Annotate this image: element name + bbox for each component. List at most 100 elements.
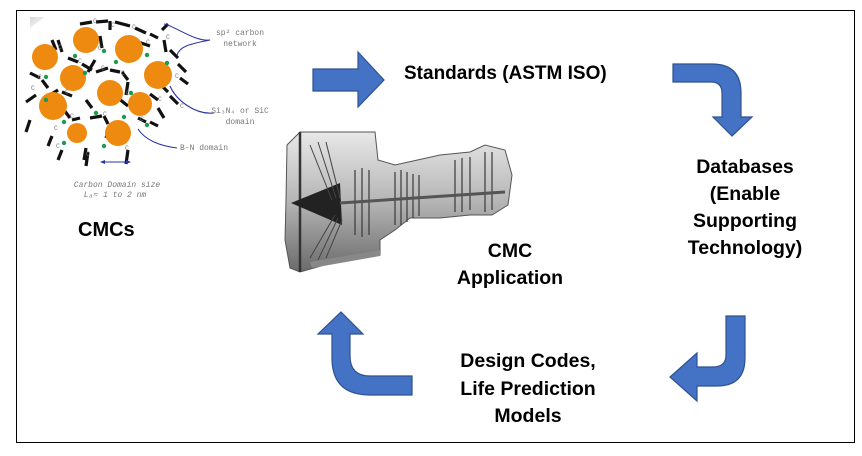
- bn-dot: [61, 140, 67, 146]
- carbon-bond: [95, 19, 109, 24]
- arrow-bend-up-to-application: [316, 311, 413, 396]
- carbon-atom-label: C: [70, 113, 74, 120]
- carbon-atom-label: C: [175, 73, 179, 80]
- ceramic-particle: [105, 120, 131, 146]
- carbon-atom-label: C: [180, 103, 184, 110]
- carbon-bond: [156, 107, 166, 119]
- carbon-bond: [40, 79, 50, 89]
- carbon-atom-label: C: [31, 85, 35, 92]
- ceramic-particle: [60, 65, 86, 91]
- ceramic-particle: [115, 35, 143, 63]
- carbon-bond: [149, 120, 159, 128]
- bn-dot: [93, 110, 99, 116]
- sp2-label-line1: sp² carbon: [216, 29, 264, 38]
- sp2-leader-1: [163, 23, 211, 41]
- ceramic-particle: [73, 27, 99, 53]
- ceramic-particles: [32, 27, 172, 146]
- bn-dot: [72, 53, 78, 59]
- carbon-bond: [84, 99, 94, 109]
- si3n4-leader: [169, 85, 215, 114]
- bn-dot: [144, 52, 150, 58]
- domain-size-label-line1: Carbon Domain size: [74, 181, 161, 190]
- carbon-bond: [168, 48, 180, 60]
- carbon-atom-label: C: [86, 151, 90, 158]
- application-line-1: CMC: [487, 240, 533, 262]
- carbon-atom-label: C: [103, 111, 107, 118]
- bn-dot: [144, 122, 150, 128]
- bn-dot: [61, 119, 67, 125]
- carbon-atom-label: C: [166, 34, 170, 41]
- carbon-atom-label: C: [38, 74, 42, 81]
- node-standards-label: Standards (ASTM ISO): [404, 63, 607, 84]
- carbon-bond: [82, 147, 88, 161]
- image-corner-shade: [30, 17, 45, 28]
- engine-shaft: [339, 190, 506, 205]
- carbon-bond: [162, 39, 168, 53]
- diagram-frame: [16, 10, 855, 443]
- bn-domain-dots: [43, 48, 170, 149]
- carbon-atom-label: C: [54, 125, 58, 132]
- ceramic-particle: [144, 61, 172, 89]
- carbon-atom-label: C: [121, 70, 125, 77]
- carbon-bond: [89, 114, 103, 120]
- carbon-bond: [56, 39, 64, 53]
- arrow-right-to-standards: [312, 50, 385, 109]
- ceramic-particle: [32, 44, 58, 70]
- databases-line-3: Supporting: [693, 210, 797, 232]
- si3n4-label-line1: Si₃N₄ or SiC: [211, 107, 269, 116]
- node-cmc-application-label: CMC Application: [440, 238, 580, 292]
- carbon-atom-label: C: [146, 39, 150, 46]
- bn-dot: [121, 114, 127, 120]
- carbon-atom-label: C: [101, 65, 105, 72]
- carbon-bond: [24, 119, 32, 133]
- carbon-bond: [95, 66, 109, 74]
- si3n4-label-line2: domain: [226, 118, 255, 127]
- databases-line-2: (Enable: [709, 183, 781, 205]
- carbon-bond: [149, 32, 159, 40]
- flow-arrows: [312, 50, 754, 403]
- carbon-bond: [25, 93, 37, 104]
- carbon-bond: [98, 35, 104, 49]
- carbon-bond: [71, 116, 81, 122]
- carbon-atom-label: C: [65, 89, 69, 96]
- application-line-2: Application: [456, 267, 564, 289]
- carbon-bond: [149, 92, 159, 102]
- carbon-bond: [102, 115, 110, 125]
- ceramic-particle: [67, 123, 87, 143]
- carbon-bond: [137, 116, 147, 124]
- bn-dot: [164, 60, 170, 66]
- sp2-leader-2: [176, 39, 211, 56]
- carbon-bond: [120, 71, 130, 81]
- node-databases-label: Databases (Enable Supporting Technology): [660, 154, 830, 262]
- carbon-atom-label: C: [93, 18, 97, 25]
- bn-domain-label: B-N domain: [180, 144, 228, 153]
- carbon-atom-label: C: [56, 143, 60, 150]
- carbon-bond: [67, 56, 79, 64]
- bn-dot: [43, 97, 49, 103]
- carbon-bond: [50, 39, 58, 51]
- carbon-bond: [176, 62, 188, 74]
- domain-size-arrowhead-right: [126, 160, 131, 164]
- carbon-atom-label: C: [158, 96, 162, 103]
- carbon-bond: [86, 59, 97, 73]
- arrow-bend-down-to-databases: [672, 63, 754, 137]
- engine-lower-cowl: [310, 250, 380, 268]
- node-cmcs-label: CMCs: [78, 219, 135, 241]
- annotation-leaders: [100, 23, 215, 164]
- bn-dot: [43, 74, 49, 80]
- ceramic-particle: [128, 92, 152, 116]
- ceramic-particle: [97, 80, 123, 106]
- databases-line-4: Technology): [687, 237, 803, 259]
- carbon-bond: [109, 68, 121, 74]
- carbon-bond: [134, 26, 147, 35]
- carbon-bond: [79, 20, 93, 26]
- carbon-atom-label: C: [58, 44, 62, 51]
- carbon-atom-label: C: [140, 116, 144, 123]
- bn-leader: [137, 128, 178, 149]
- domain-size-arrowhead-left: [100, 160, 105, 164]
- carbon-bond: [168, 94, 180, 106]
- design-line-3: Models: [494, 405, 562, 427]
